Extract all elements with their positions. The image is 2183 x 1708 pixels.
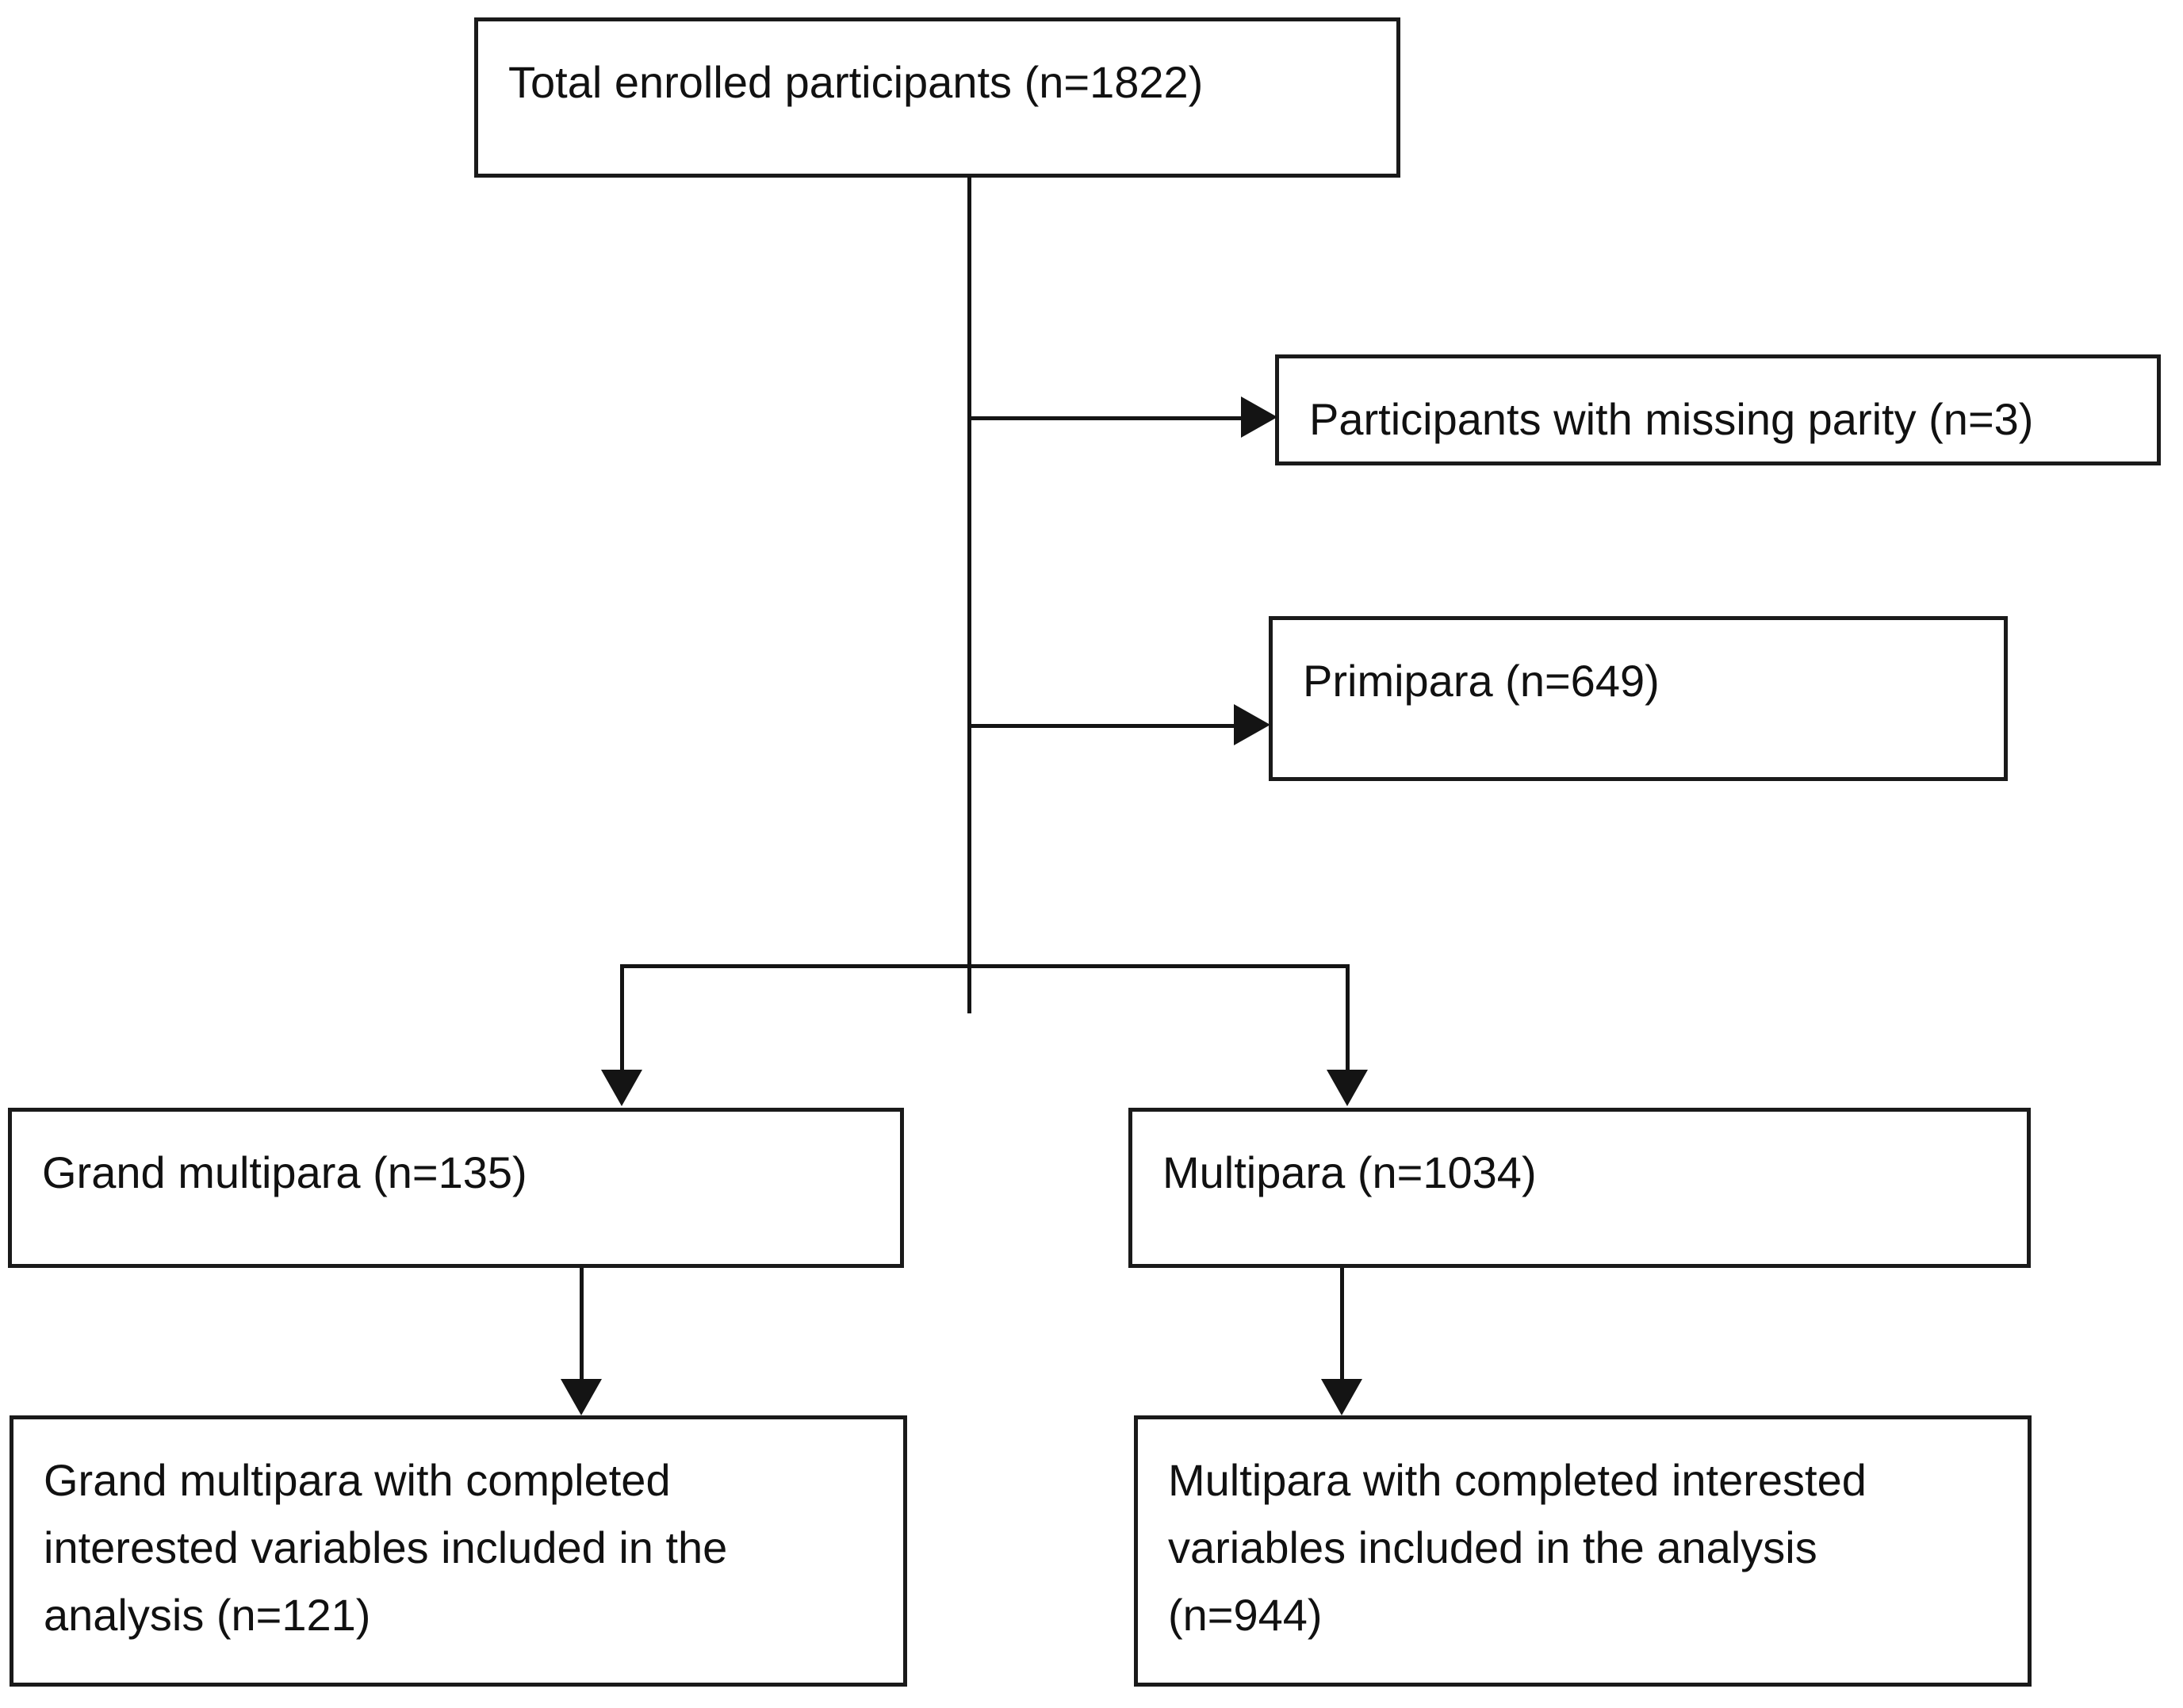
node-multipara-label: Multipara (n=1034)	[1162, 1147, 1537, 1197]
node-total-enrolled: Total enrolled participants (n=1822)	[474, 17, 1400, 178]
node-primipara: Primipara (n=649)	[1269, 616, 2008, 781]
node-missing-parity: Participants with missing parity (n=3)	[1275, 354, 2161, 465]
arrowhead-down-icon	[1321, 1379, 1362, 1415]
arrowhead-right-icon	[1241, 396, 1277, 438]
node-grand-multipara: Grand multipara (n=135)	[8, 1108, 904, 1268]
connector-split-horizontal	[620, 964, 1350, 968]
node-multipara: Multipara (n=1034)	[1128, 1108, 2031, 1268]
connector-multipara-to-analysed	[1340, 1268, 1344, 1379]
node-multipara-analysed-label: Multipara with completed interested vari…	[1168, 1455, 1867, 1641]
node-grand-multipara-label: Grand multipara (n=135)	[42, 1147, 527, 1197]
connector-to-multipara	[1346, 964, 1350, 1070]
connector-to-missing-parity	[967, 416, 1243, 420]
node-missing-parity-label: Participants with missing parity (n=3)	[1309, 394, 2034, 444]
arrowhead-down-icon	[561, 1379, 602, 1415]
node-grand-multipara-analysed-label: Grand multipara with completed intereste…	[44, 1455, 728, 1641]
arrowhead-down-icon	[1327, 1070, 1368, 1106]
node-total-enrolled-label: Total enrolled participants (n=1822)	[508, 57, 1204, 107]
node-multipara-analysed: Multipara with completed interested vari…	[1134, 1415, 2032, 1687]
connector-trunk-vertical	[967, 176, 971, 1013]
connector-to-grand-multipara	[620, 964, 624, 1070]
arrowhead-down-icon	[601, 1070, 642, 1106]
connector-to-primipara	[967, 724, 1235, 728]
node-primipara-label: Primipara (n=649)	[1303, 656, 1660, 706]
node-grand-multipara-analysed: Grand multipara with completed intereste…	[10, 1415, 907, 1687]
connector-grand-multipara-to-analysed	[580, 1268, 584, 1379]
arrowhead-right-icon	[1234, 704, 1270, 745]
